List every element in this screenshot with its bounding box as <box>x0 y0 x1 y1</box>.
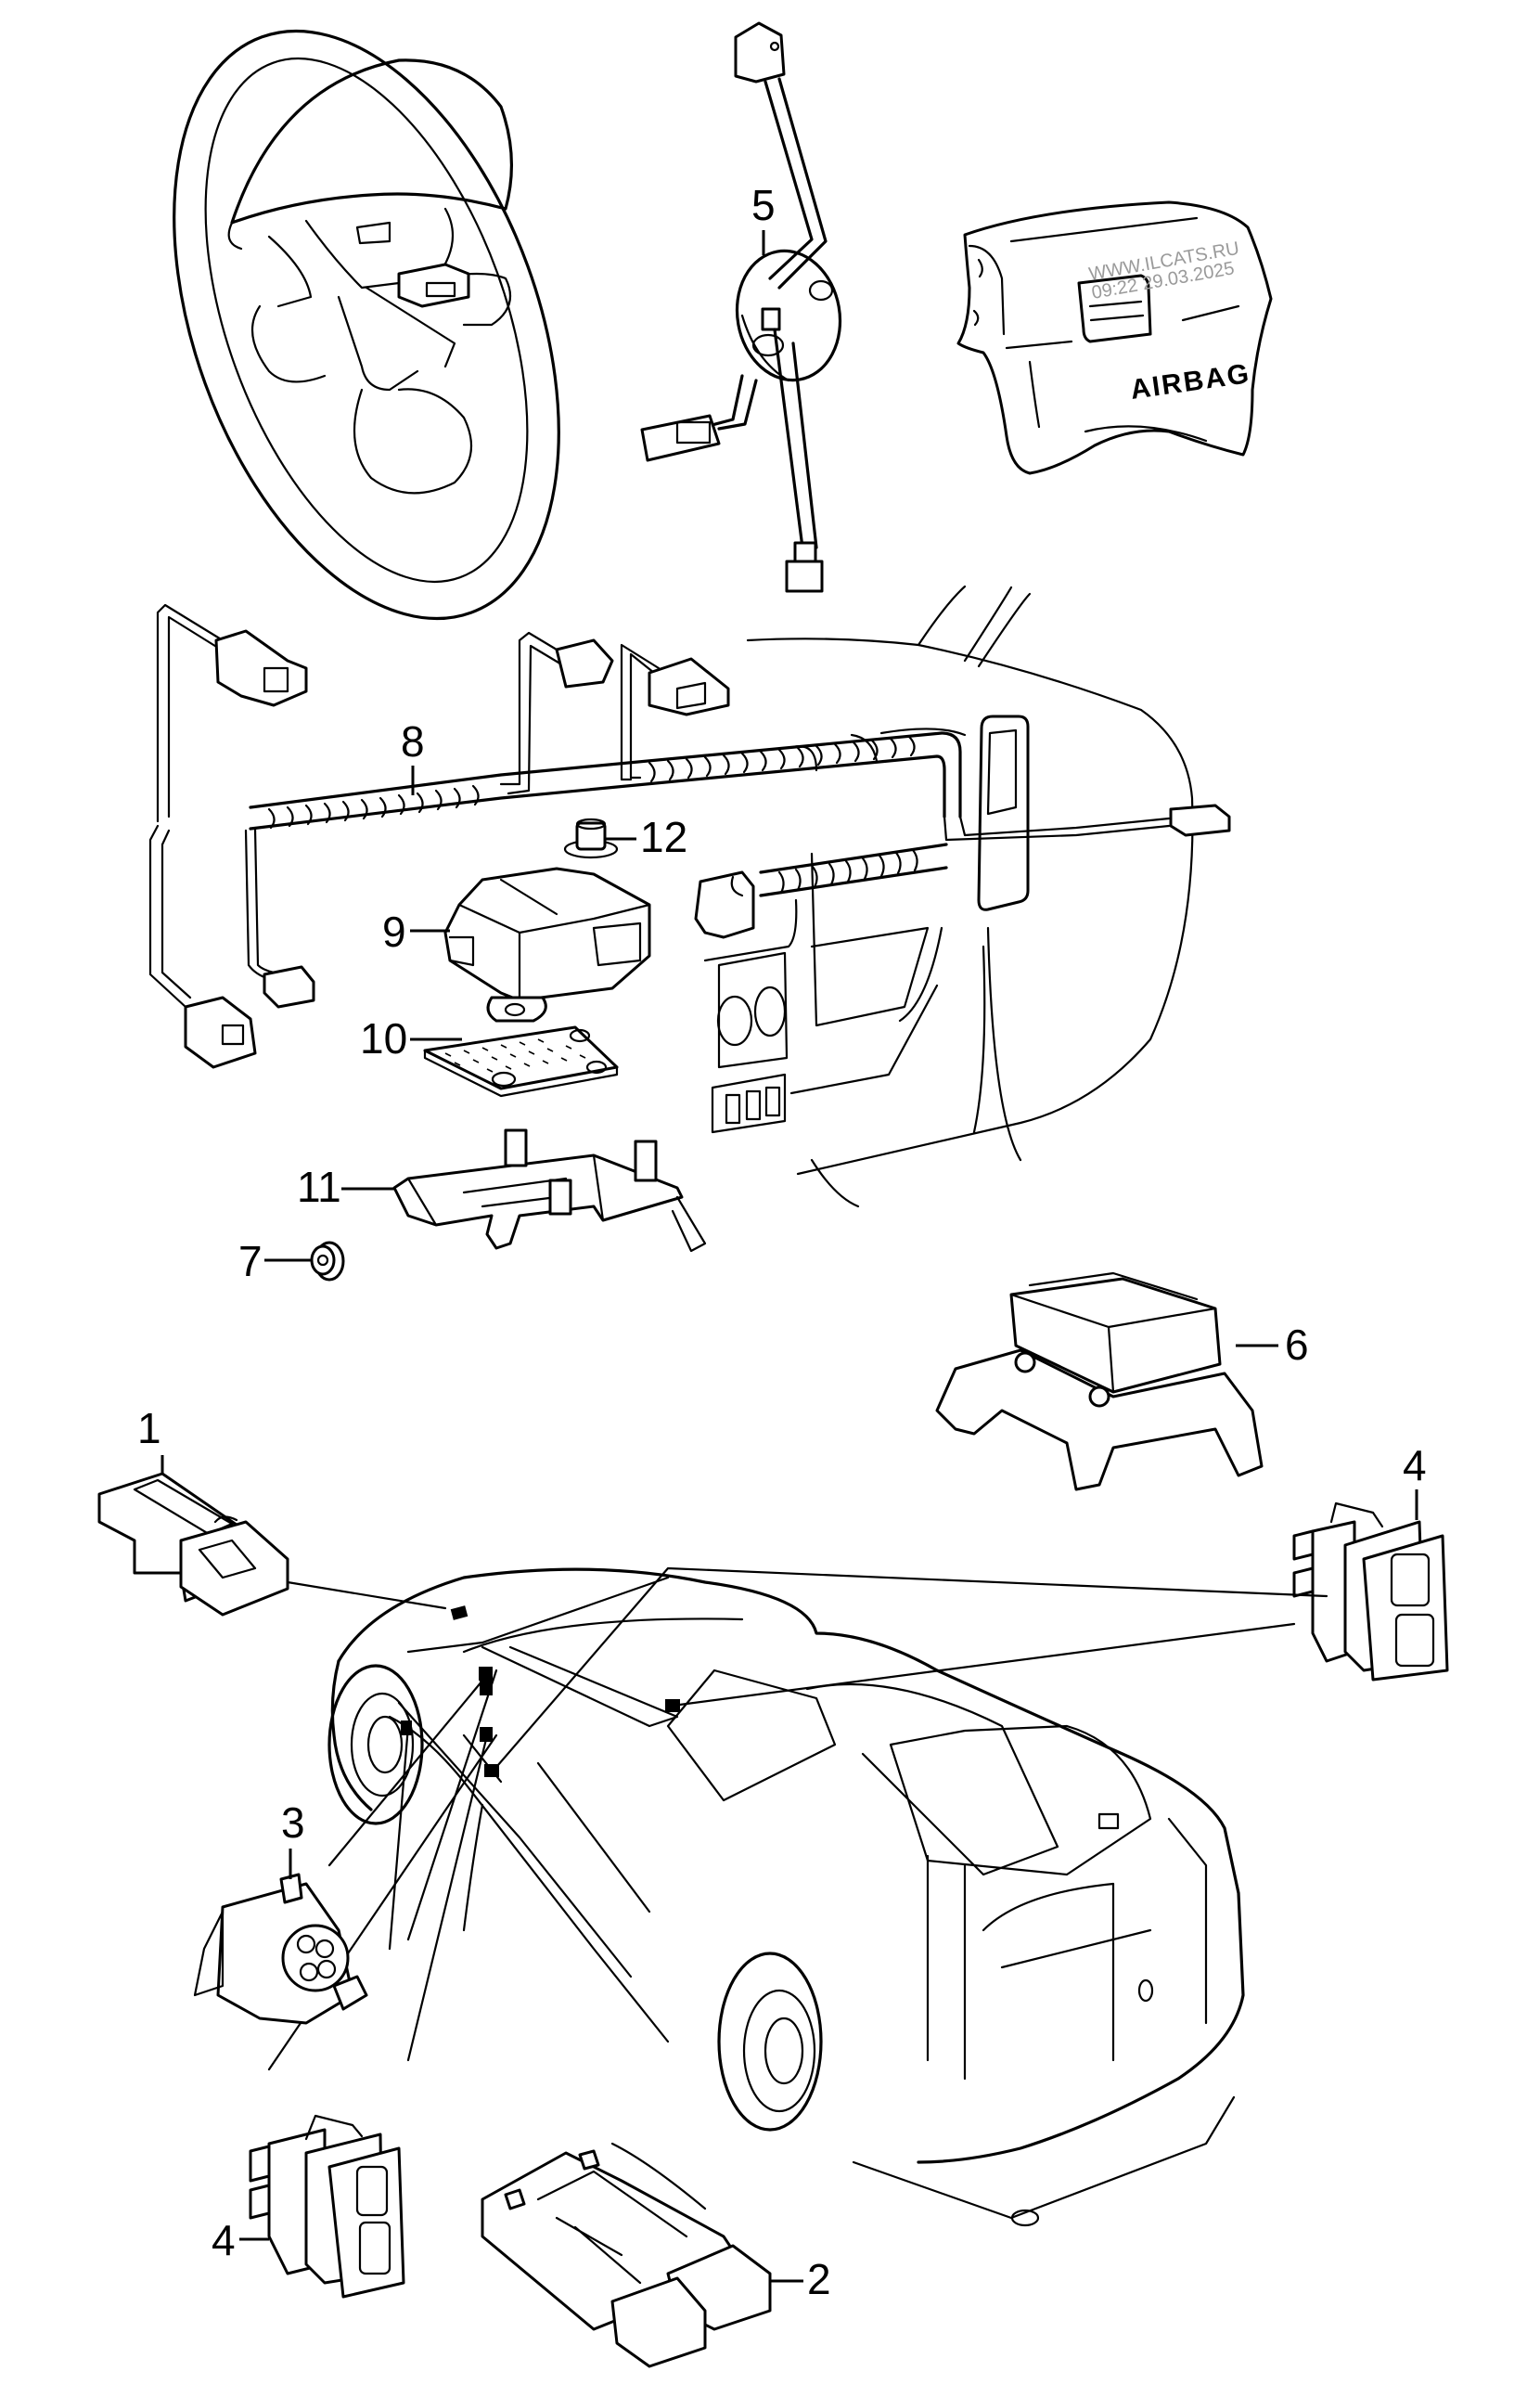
airbag-module: AIRBAG WWW.ILCATS.RU 09:22 29.03.2025 <box>956 200 1273 475</box>
pointer-line <box>267 1566 1328 2071</box>
callout-2[interactable]: 2 <box>770 2255 831 2303</box>
dashboard <box>703 585 1194 1208</box>
callout-label[interactable]: 6 <box>1285 1321 1309 1369</box>
connector-1 <box>97 1472 447 1617</box>
callout-11[interactable]: 11 <box>297 1163 394 1211</box>
callout-4-right[interactable]: 4 <box>1403 1441 1427 1520</box>
clock-spring <box>640 21 842 593</box>
control-unit-with-bracket <box>935 1271 1264 1491</box>
nut-7 <box>310 1241 345 1282</box>
callout-9[interactable]: 9 <box>382 908 450 956</box>
callout-label[interactable]: 4 <box>1403 1441 1427 1489</box>
callout-3[interactable]: 3 <box>281 1798 305 1879</box>
airbag-control-unit <box>443 867 651 1023</box>
connector-location-marker <box>401 1605 680 1777</box>
steering-wheel <box>173 29 560 621</box>
callout-label[interactable]: 11 <box>297 1163 341 1211</box>
bracket-stud <box>504 1128 658 1216</box>
callout-label[interactable]: 10 <box>360 1014 407 1063</box>
callout-label[interactable]: 8 <box>401 717 425 766</box>
callout-7[interactable]: 7 <box>238 1237 311 1285</box>
wiring-harness <box>148 603 1231 1069</box>
callout-label[interactable]: 2 <box>807 2255 831 2303</box>
callout-label[interactable]: 1 <box>137 1404 161 1452</box>
switch-unit-3 <box>193 1873 368 2025</box>
callout-label[interactable]: 5 <box>751 181 776 229</box>
callout-label[interactable]: 7 <box>238 1237 263 1285</box>
callout-1[interactable]: 1 <box>137 1404 164 1474</box>
plate-10 <box>423 1025 619 1098</box>
callout-8[interactable]: 8 <box>401 717 425 795</box>
bracket-11 <box>392 1128 707 1253</box>
callout-label[interactable]: 4 <box>212 2216 236 2264</box>
callout-label[interactable]: 9 <box>382 908 406 956</box>
callout-4-left[interactable]: 4 <box>212 2216 269 2264</box>
callout-label[interactable]: 12 <box>640 813 687 861</box>
callout-12[interactable]: 12 <box>605 813 687 861</box>
connector-2 <box>481 2149 772 2368</box>
nut-12 <box>563 818 619 859</box>
switch-4-left <box>249 2114 405 2299</box>
switch-4-right <box>1292 1501 1449 1682</box>
car-body <box>267 1566 1328 2227</box>
callout-6[interactable]: 6 <box>1236 1321 1309 1369</box>
callout-10[interactable]: 10 <box>360 1014 462 1063</box>
callout-5[interactable]: 5 <box>751 181 776 255</box>
callout-label[interactable]: 3 <box>281 1798 305 1847</box>
